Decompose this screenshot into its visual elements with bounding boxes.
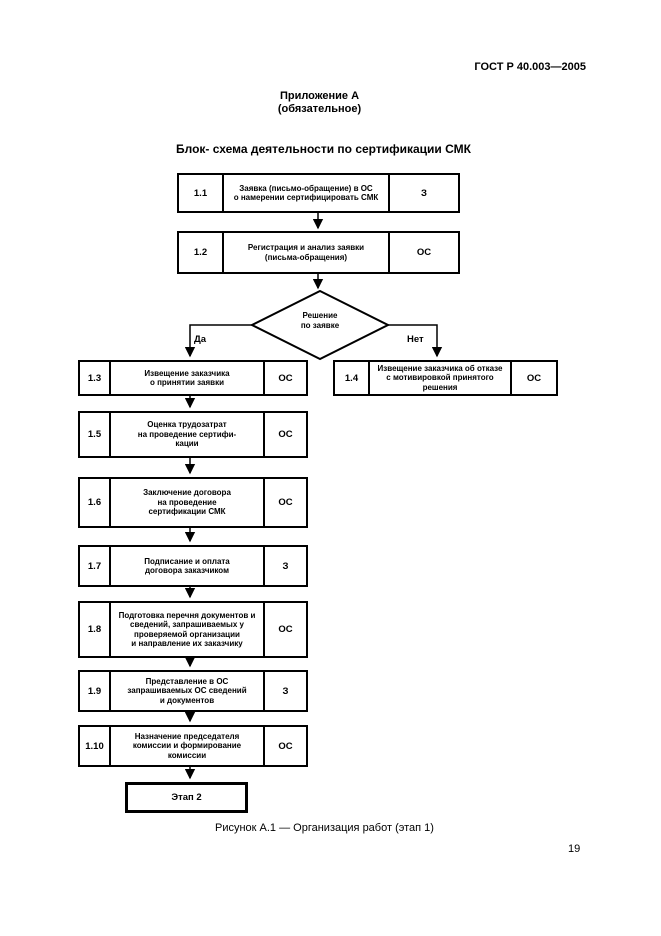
flow-node-1-10: 1.10 Назначение председателя комиссии и … — [78, 725, 308, 767]
node-actor: ОС — [278, 624, 293, 635]
node-number: 1.9 — [87, 685, 102, 697]
node-text: Заключение договора на проведение сертиф… — [109, 479, 265, 526]
node-number: 1.7 — [87, 560, 102, 572]
node-number: 1.2 — [193, 247, 208, 258]
flow-node-1-5: 1.5 Оценка трудозатрат на проведение сер… — [78, 411, 308, 458]
node-number: 1.5 — [87, 429, 102, 440]
node-actor: ОС — [278, 372, 293, 384]
node-actor: ОС — [278, 740, 293, 752]
flow-node-1-3: 1.3 Извещение заказчика о принятии заявк… — [78, 360, 308, 396]
node-actor: ОС — [526, 372, 542, 384]
node-actor: ОС — [416, 247, 432, 258]
node-number: 1.6 — [87, 497, 102, 508]
node-text: Представление в ОС запрашиваемых ОС свед… — [109, 672, 265, 710]
flow-node-1-7: 1.7 Подписание и оплата договора заказчи… — [78, 545, 308, 587]
appendix-heading: Приложение А (обязательное) — [277, 90, 362, 115]
node-number: 1.1 — [193, 187, 208, 199]
node-number: 1.4 — [344, 372, 359, 384]
branch-label-yes: Да — [194, 334, 207, 345]
node-text: Подготовка перечня документов и сведений… — [109, 603, 265, 656]
page-number: 19 — [568, 843, 581, 855]
node-actor: З — [282, 685, 289, 697]
flow-node-1-1: 1.1 Заявка (письмо-обращение) в ОС о нам… — [177, 173, 460, 213]
node-actor: З — [421, 187, 427, 199]
flow-node-1-2: 1.2 Регистрация и анализ заявки (письма-… — [177, 231, 460, 274]
terminal-stage-2: Этап 2 — [125, 782, 248, 813]
node-text: Извещение заказчика об отказе с мотивиро… — [368, 362, 512, 394]
figure-caption: Рисунок А.1 — Организация работ (этап 1) — [215, 822, 434, 834]
node-actor: ОС — [278, 429, 293, 440]
node-text: Регистрация и анализ заявки (письма-обра… — [222, 233, 390, 272]
flow-node-1-8: 1.8 Подготовка перечня документов и свед… — [78, 601, 308, 658]
node-number: 1.10 — [85, 740, 104, 752]
branch-label-no: Нет — [407, 334, 424, 345]
node-text: Извещение заказчика о принятии заявки — [109, 362, 265, 394]
flow-node-1-4: 1.4 Извещение заказчика об отказе с моти… — [333, 360, 558, 396]
node-actor: ОС — [278, 497, 293, 508]
node-number: 1.8 — [87, 624, 102, 635]
node-text: Заявка (письмо-обращение) в ОС о намерен… — [222, 175, 390, 211]
decision-label: Решение по заявке — [300, 311, 340, 330]
node-text: Назначение председателя комиссии и форми… — [109, 727, 265, 765]
flow-node-1-6: 1.6 Заключение договора на проведение се… — [78, 477, 308, 528]
node-number: 1.3 — [87, 372, 102, 384]
flow-node-1-9: 1.9 Представление в ОС запрашиваемых ОС … — [78, 670, 308, 712]
node-actor: З — [282, 560, 289, 572]
node-text: Подписание и оплата договора заказчиком — [109, 547, 265, 585]
document-header: ГОСТ Р 40.003—2005 — [474, 61, 586, 73]
node-text: Оценка трудозатрат на проведение сертифи… — [109, 413, 265, 456]
flowchart-title: Блок- схема деятельности по сертификации… — [176, 142, 471, 156]
